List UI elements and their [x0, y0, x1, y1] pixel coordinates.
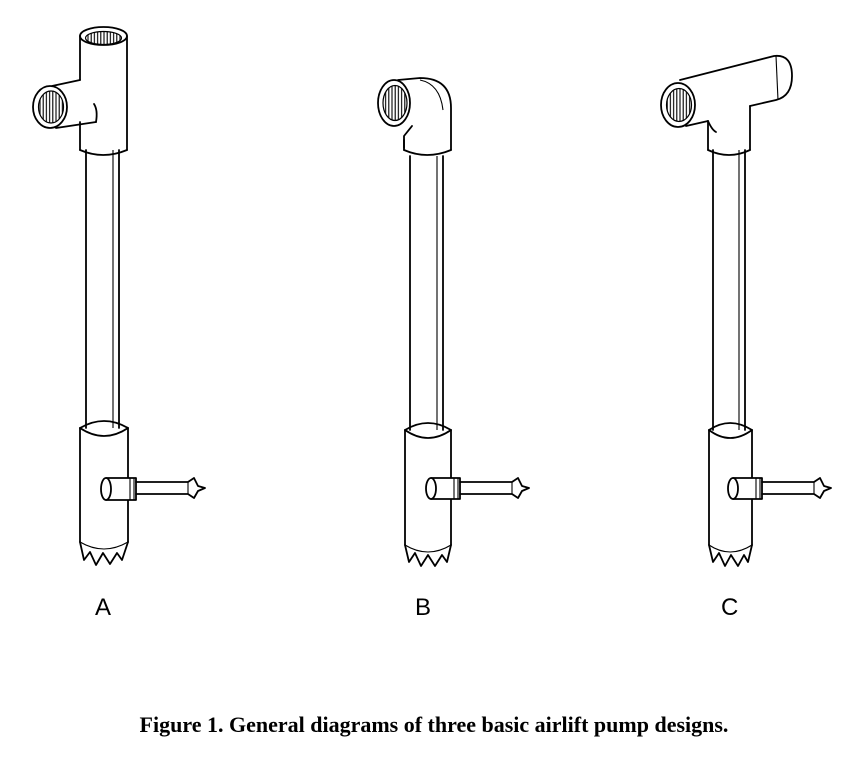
label-b: B — [415, 594, 432, 621]
pump-c-air-inlet — [727, 477, 832, 500]
pump-b-air-inlet — [425, 477, 530, 500]
figure-caption: Figure 1. General diagrams of three basi… — [139, 712, 729, 737]
label-c: C — [721, 594, 739, 621]
pump-b-elbow-fitting — [377, 77, 452, 156]
pump-a-air-inlet — [100, 477, 206, 501]
pump-a-riser-tube — [85, 149, 120, 429]
pump-a-tee-fitting — [32, 26, 128, 156]
pump-c-riser-tube — [712, 149, 746, 431]
pump-b-riser-tube — [409, 155, 444, 431]
pump-a — [32, 26, 206, 566]
label-a: A — [95, 594, 112, 621]
pump-c-injector-sleeve — [708, 422, 753, 567]
pump-b — [377, 77, 530, 567]
pump-c — [660, 54, 832, 567]
pump-c-tee-fitting — [660, 54, 793, 156]
